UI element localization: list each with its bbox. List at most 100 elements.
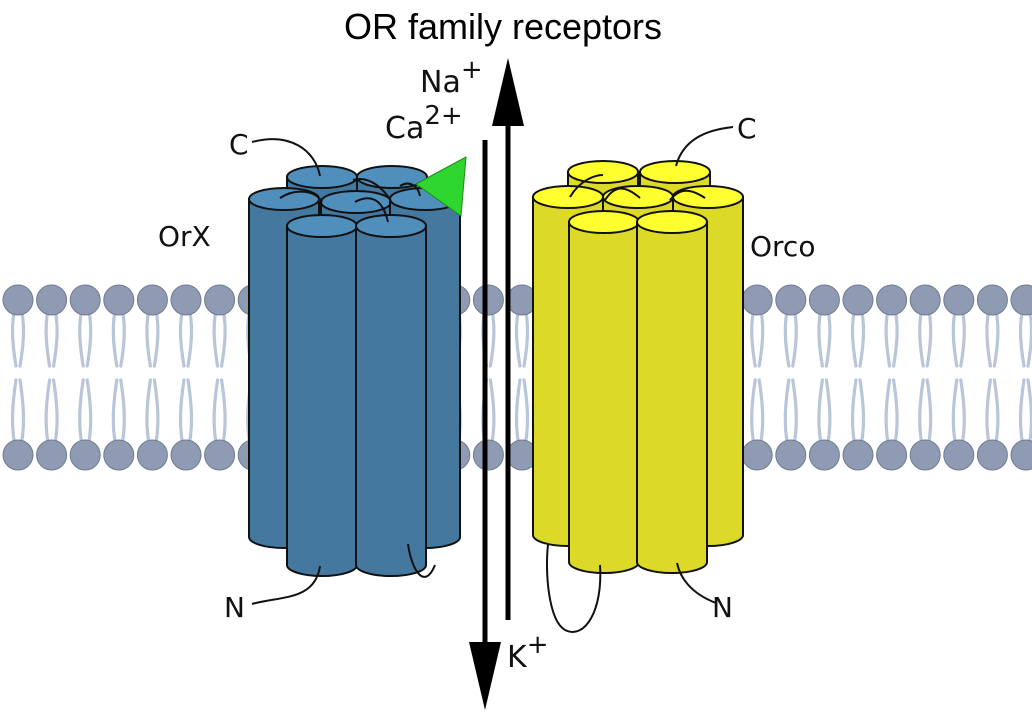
- helix-cylinder: [355, 214, 427, 577]
- lipid-head: [1010, 284, 1032, 316]
- orco-n-terminus-label: N: [712, 591, 733, 624]
- lipid-tail: [111, 310, 119, 368]
- lipid: [204, 284, 236, 471]
- connecting-loop: [354, 197, 389, 223]
- lipid-tail: [186, 310, 194, 368]
- ca-ion-label: Ca2+: [385, 101, 463, 146]
- k-charge: +: [527, 630, 549, 660]
- lipid-head: [876, 439, 908, 471]
- lipid-head: [741, 439, 773, 471]
- lipid-tail: [783, 378, 791, 442]
- lipid-tail: [1026, 378, 1032, 442]
- helix-body: [355, 225, 427, 577]
- lipid-tail: [78, 310, 85, 368]
- lipid: [1010, 284, 1032, 471]
- lipid-tail: [52, 310, 59, 368]
- lipid-tail: [850, 310, 858, 368]
- lipid-tail: [220, 378, 227, 442]
- lipid-head: [36, 284, 68, 316]
- lipid-tail: [85, 378, 93, 442]
- orco-c-terminus-loop: [675, 126, 734, 167]
- lipid-head: [103, 439, 135, 471]
- lipid: [976, 284, 1008, 471]
- lipid-tail: [44, 310, 52, 368]
- connecting-loop: [669, 189, 706, 201]
- connecting-loop: [569, 174, 604, 198]
- lipid-tail: [918, 378, 925, 442]
- lipid-tail: [791, 378, 798, 442]
- lipid-head: [808, 439, 840, 471]
- lipid: [69, 284, 101, 471]
- lipid-head: [976, 439, 1008, 471]
- helix-top: [248, 187, 320, 211]
- lipid-tail: [925, 310, 933, 368]
- lipid-tail: [1026, 310, 1032, 368]
- lipid-tail: [488, 378, 496, 442]
- lipid-head: [69, 439, 101, 471]
- lipid: [842, 284, 874, 471]
- orco-c-terminus-label: C: [737, 112, 757, 145]
- lipid: [103, 284, 135, 471]
- lipid-tail: [145, 310, 152, 368]
- lipid-head: [842, 439, 874, 471]
- lipid-tail: [522, 310, 530, 368]
- lipid: [775, 284, 807, 471]
- lipid-head: [842, 284, 874, 316]
- helix-top: [532, 185, 604, 209]
- lipid-tail: [951, 310, 959, 368]
- lipid-tail: [858, 378, 866, 442]
- helix-cylinder: [636, 210, 708, 574]
- lipid-tail: [212, 310, 220, 368]
- lipid-tail: [992, 378, 1000, 442]
- orco-receptor: [532, 160, 744, 633]
- lipid-bilayer: [2, 284, 1032, 471]
- lipid-head: [472, 439, 504, 471]
- lipid: [876, 284, 908, 471]
- lipid-tail: [824, 378, 832, 442]
- lipid-tail: [10, 378, 18, 442]
- lipid-head: [976, 284, 1008, 316]
- lipid-tail: [750, 378, 757, 442]
- lipid: [909, 284, 941, 471]
- ca-charge: 2+: [424, 101, 462, 131]
- k-ion-label: K+: [507, 630, 548, 675]
- lipid-tail: [892, 310, 899, 368]
- helix-top: [636, 210, 708, 234]
- lipid-head: [170, 284, 202, 316]
- helix-top: [286, 165, 358, 189]
- na-ion-label: Na+: [420, 55, 483, 100]
- orco-label: Orco: [750, 230, 815, 263]
- lipid-head: [103, 284, 135, 316]
- lipid: [808, 284, 840, 471]
- helix-top: [639, 160, 711, 184]
- lipid-tail: [111, 378, 119, 442]
- lipid-tail: [892, 378, 899, 442]
- lipid-tail: [212, 378, 220, 442]
- orco-n-terminus-loop: [676, 562, 717, 604]
- lipid-head: [775, 284, 807, 316]
- orx-n-terminus-label: N: [224, 591, 245, 624]
- lipid-tail: [522, 378, 530, 442]
- helix-top: [355, 214, 427, 238]
- lipid: [36, 284, 68, 471]
- connecting-loop: [545, 544, 602, 633]
- lipid-tail: [145, 378, 152, 442]
- helix-body: [568, 221, 640, 574]
- lipid-tail: [186, 378, 194, 442]
- lipid-tail: [1018, 378, 1026, 442]
- connecting-loop: [604, 187, 641, 201]
- lipid-tail: [18, 378, 26, 442]
- ligand-triangle: [415, 156, 467, 217]
- lipid-tail: [10, 310, 18, 368]
- lipid-head: [36, 439, 68, 471]
- helix-cylinder: [568, 210, 640, 574]
- lipid-head: [909, 439, 941, 471]
- lipid-head: [909, 284, 941, 316]
- lipid-head: [204, 284, 236, 316]
- orx-receptor: [248, 165, 461, 578]
- lipid: [170, 284, 202, 471]
- lipid-tail: [85, 310, 93, 368]
- helix-body: [286, 225, 358, 577]
- orx-label: OrX: [158, 220, 211, 253]
- lipid-tail: [783, 310, 791, 368]
